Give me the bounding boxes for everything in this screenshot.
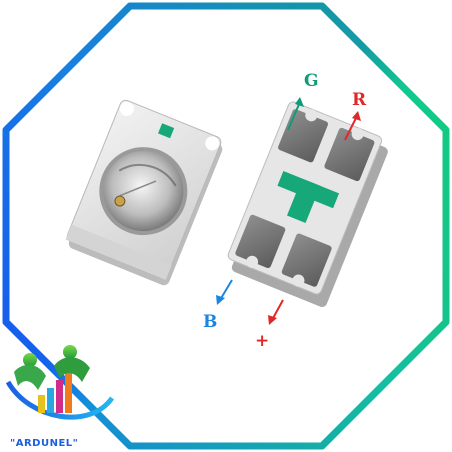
polarity-marker — [158, 123, 175, 139]
die — [114, 195, 126, 207]
ardunel-logo-icon: "ARDUNEL" — [5, 345, 115, 449]
pin-arrows — [216, 97, 361, 325]
label-r: R — [352, 90, 367, 110]
arrow-icon — [271, 299, 284, 321]
arrow-icon — [287, 101, 301, 131]
led-bottom-view — [227, 101, 388, 307]
brand-text: "ARDUNEL" — [10, 438, 78, 449]
label-g: G — [304, 71, 319, 91]
label-plus: + — [255, 331, 269, 351]
polarity-t-mark — [277, 170, 340, 224]
label-b: B — [203, 312, 217, 332]
arrow-icon — [219, 279, 233, 301]
led-top-view — [65, 99, 223, 286]
arrow-icon — [344, 115, 358, 141]
